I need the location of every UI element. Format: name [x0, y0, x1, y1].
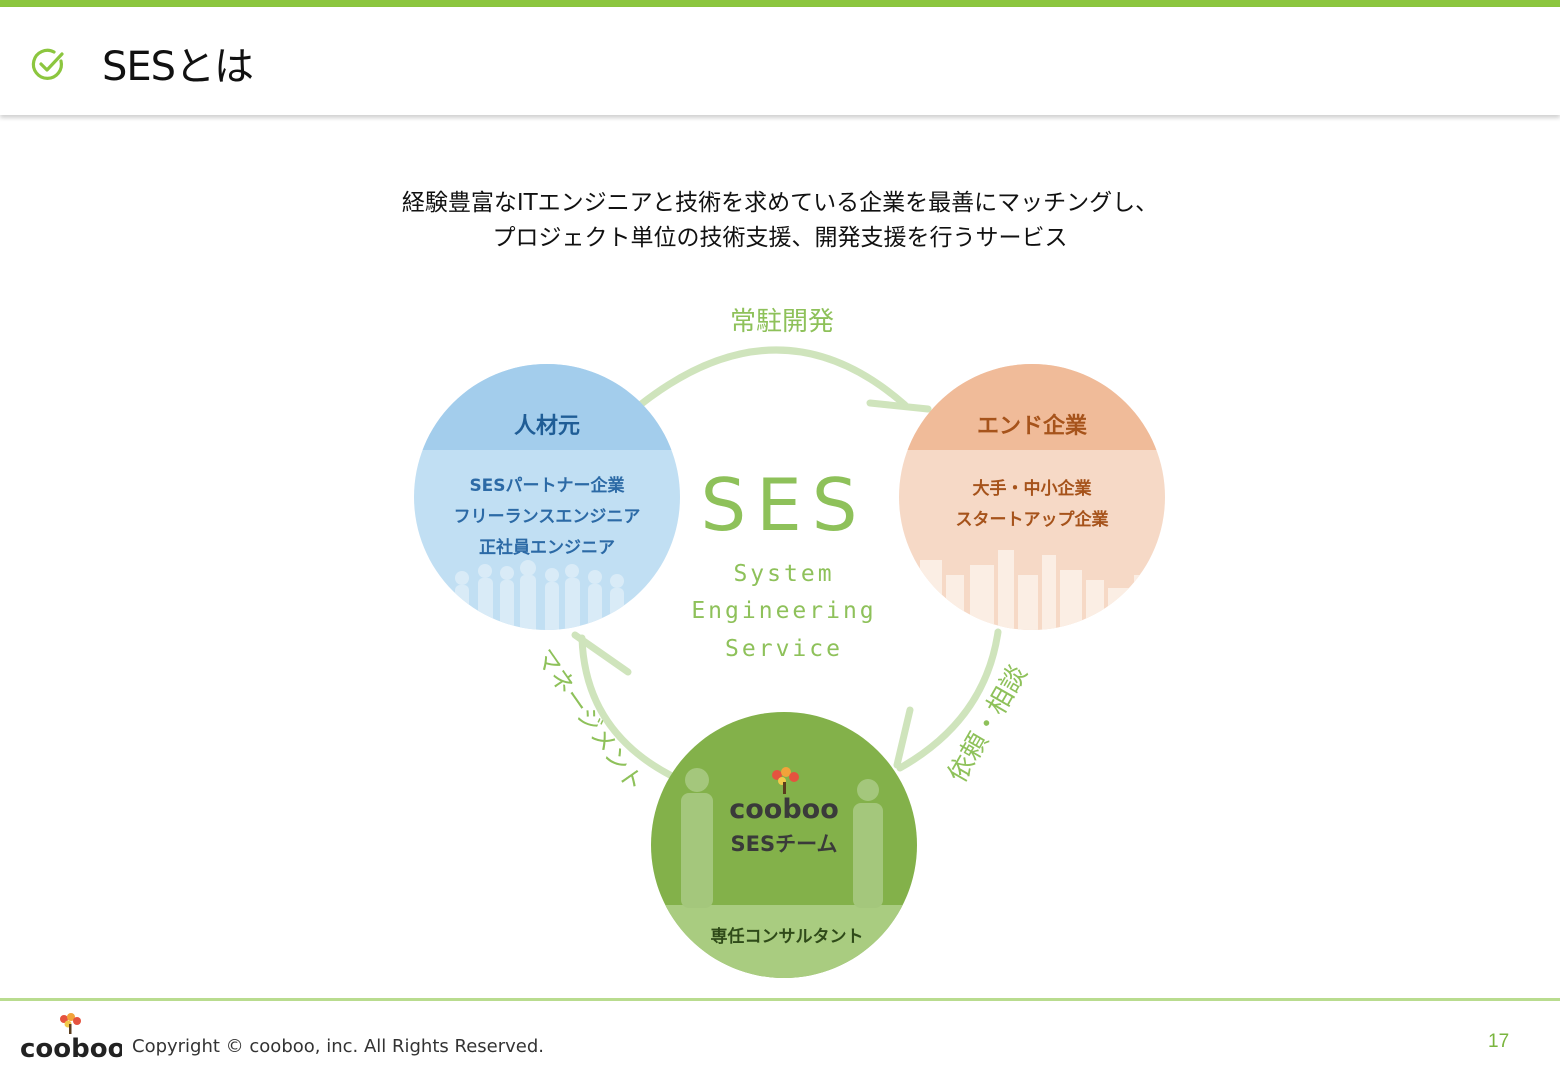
- node-cooboo-logo: cooboo: [729, 794, 839, 825]
- node-cooboo-team: SESチーム: [731, 832, 838, 856]
- subtitle-line-2: プロジェクト単位の技術支援、開発支援を行うサービス: [492, 225, 1068, 251]
- page-number: 17: [1488, 1031, 1510, 1052]
- center-ses-line: Engineering: [691, 598, 876, 624]
- arrow-label-left: マネージメント: [530, 644, 649, 797]
- node-end-company: エンド企業 大手・中小企業 スタートアップ企業: [899, 364, 1165, 630]
- center-ses-line: System: [733, 561, 834, 587]
- node-source-title: 人材元: [514, 414, 580, 439]
- node-cooboo-consultant: 専任コンサルタント: [711, 926, 864, 947]
- node-end-item: スタートアップ企業: [956, 509, 1109, 530]
- subtitle-line-1: 経験豊富なITエンジニアと技術を求めている企業を最善にマッチングし、: [401, 190, 1159, 216]
- staff-silhouettes: [681, 768, 883, 908]
- cooboo-tree-icon: [772, 767, 799, 794]
- tree-icon: [60, 1013, 81, 1034]
- people-silhouettes: [455, 560, 624, 630]
- arrow-right: [896, 628, 1002, 772]
- center-ses-title: SES: [701, 463, 868, 547]
- page-title: SESとは: [102, 44, 254, 90]
- node-source-item: フリーランスエンジニア: [454, 507, 641, 527]
- arrow-left: [578, 634, 674, 779]
- node-cooboo: cooboo SESチーム 専任コンサルタント: [651, 712, 917, 978]
- footer-divider: [0, 998, 1560, 1001]
- slide-header: SESとは: [0, 7, 1560, 115]
- cycle-arrows: [571, 346, 1002, 779]
- top-accent-bar: [0, 0, 1560, 7]
- check-circle-icon: [31, 48, 64, 80]
- arrow-left-head: [571, 631, 632, 676]
- node-source: 人材元 SESパートナー企業 フリーランスエンジニア 正社員エンジニア: [414, 364, 680, 630]
- node-source-item: 正社員エンジニア: [479, 537, 615, 558]
- node-source-item: SESパートナー企業: [469, 475, 624, 496]
- svg-text:cooboo: cooboo: [20, 1034, 122, 1064]
- arrow-right-head: [893, 706, 914, 769]
- cooboo-logo: cooboo: [20, 1013, 122, 1064]
- copyright-text: Copyright © cooboo, inc. All Rights Rese…: [132, 1036, 544, 1057]
- center-ses-line: Service: [725, 636, 843, 662]
- arrow-top: [636, 346, 909, 409]
- ses-diagram: 人材元 SESパートナー企業 フリーランスエンジニア 正社員エンジニア エンド企…: [414, 307, 1165, 978]
- node-end-item: 大手・中小企業: [973, 478, 1092, 499]
- node-end-title: エンド企業: [977, 413, 1088, 439]
- arrow-top-head: [866, 399, 932, 413]
- arrow-label-top: 常駐開発: [730, 307, 834, 337]
